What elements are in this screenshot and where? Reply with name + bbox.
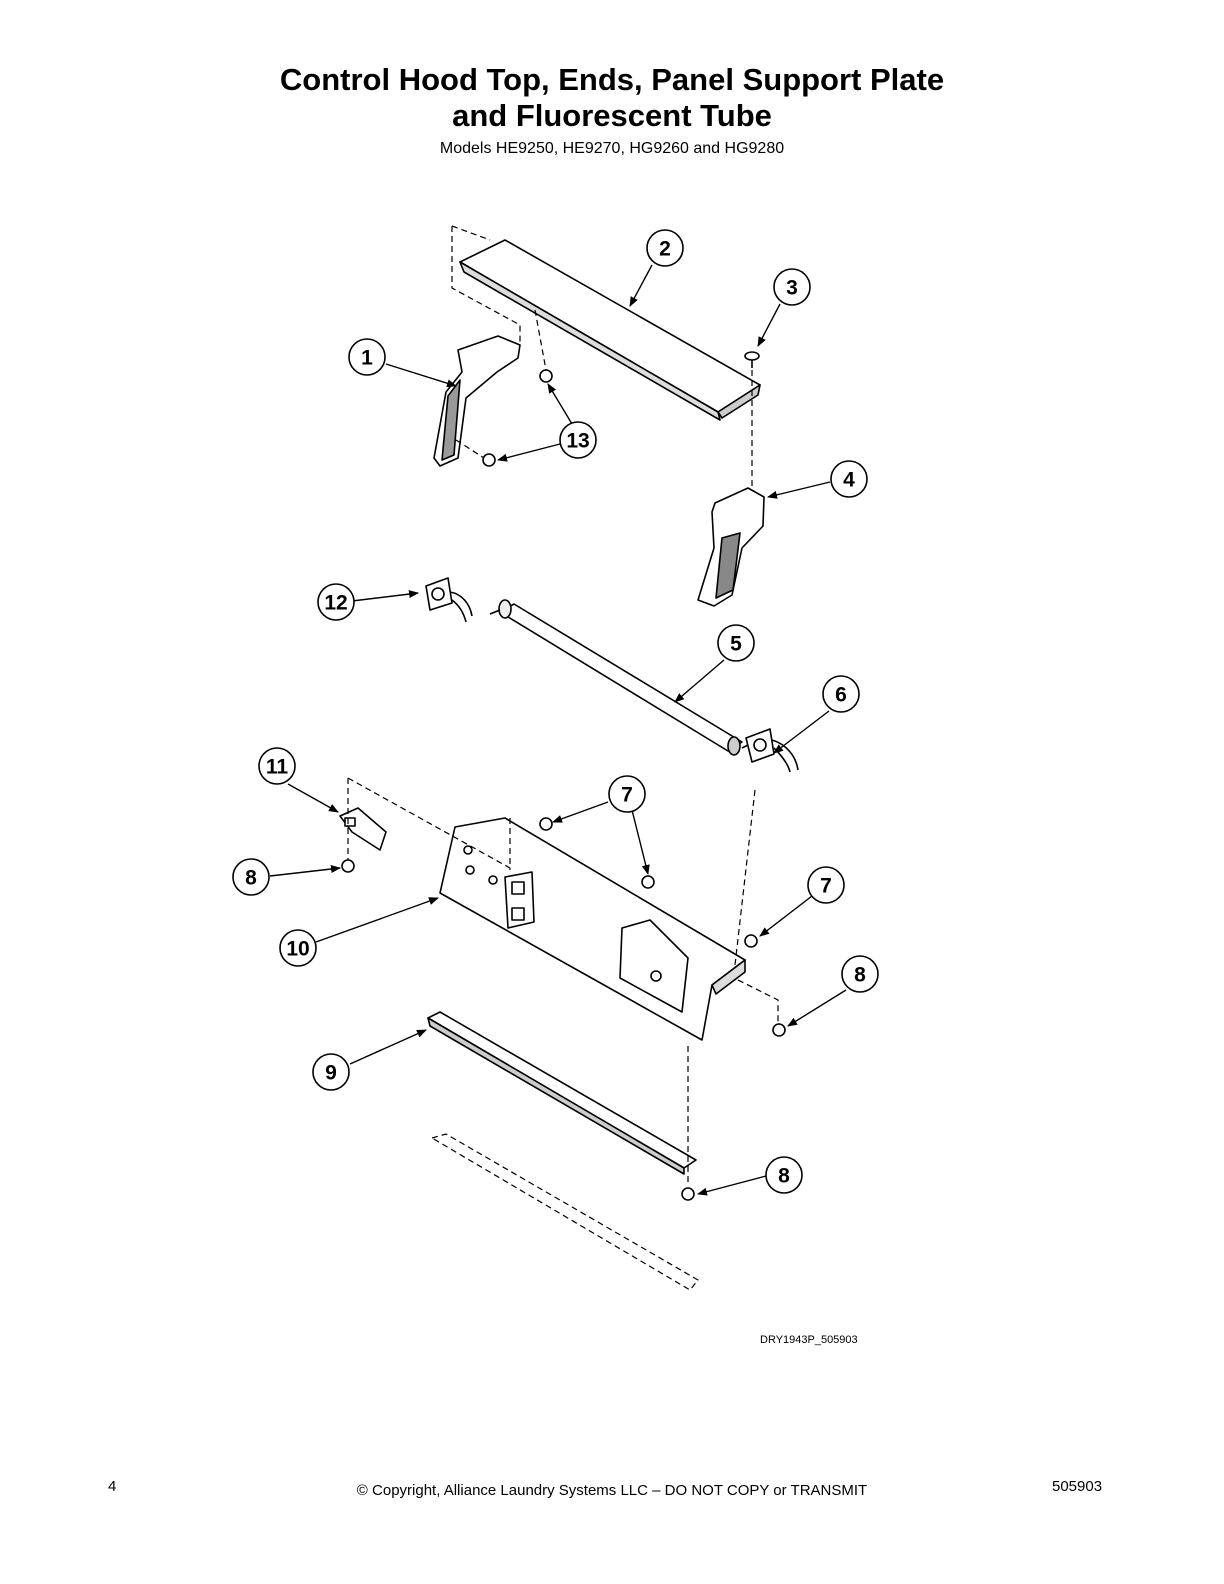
document-number: 505903 — [1052, 1478, 1103, 1495]
assembly-guides — [347, 225, 779, 1291]
callout-13: 13 — [566, 430, 589, 453]
page-subtitle: Models HE9250, HE9270, HG9260 and HG9280 — [439, 140, 785, 157]
callout-8a: 8 — [245, 867, 257, 890]
title-line-2: and Fluorescent Tube — [452, 98, 772, 133]
callout-circle-13 — [559, 421, 597, 459]
callout-circle-8b — [841, 955, 879, 993]
drawing-id: DRY1943P_505903 — [760, 1334, 858, 1346]
screw-8-c — [681, 1187, 695, 1201]
callout-circle-3 — [773, 268, 811, 306]
screw-8-b — [772, 1023, 786, 1037]
screw-8-a — [341, 859, 355, 873]
callout-circle-8a — [232, 858, 270, 896]
callout-2: 2 — [659, 238, 671, 261]
screw-3 — [744, 351, 760, 368]
fluorescent-tube-part — [489, 599, 751, 756]
callout-circle-5 — [717, 624, 755, 662]
bracket-clip-part — [339, 807, 387, 851]
nut-7-a — [539, 817, 553, 831]
callout-8c: 8 — [778, 1165, 790, 1188]
callout-5: 5 — [730, 633, 742, 656]
page-title: Control Hood Top, Ends, Panel Support Pl… — [0, 62, 1224, 134]
callout-8b: 8 — [854, 964, 866, 987]
nut-7-b — [641, 875, 655, 889]
callout-circle-1 — [348, 338, 386, 376]
hood-top-part — [459, 239, 761, 421]
callout-circle-7b — [807, 866, 845, 904]
leader-lines — [269, 264, 847, 1196]
callout-circle-11 — [258, 747, 296, 785]
right-end-part — [697, 487, 765, 607]
callout-6: 6 — [835, 684, 847, 707]
callout-1: 1 — [361, 347, 373, 370]
callout-circle-2 — [646, 229, 684, 267]
panel-support-plate-part — [439, 817, 746, 1041]
callout-7a: 7 — [621, 784, 633, 807]
callout-9: 9 — [325, 1062, 337, 1085]
bottom-rail-part — [427, 1011, 697, 1175]
page-number: 4 — [108, 1478, 117, 1495]
callout-3: 3 — [786, 277, 798, 300]
callout-circle-9 — [312, 1053, 350, 1091]
callout-circle-8c — [765, 1156, 803, 1194]
nut-13-lower — [482, 453, 496, 467]
callout-7b: 7 — [820, 875, 832, 898]
callout-4: 4 — [843, 469, 855, 492]
callout-10: 10 — [286, 938, 309, 961]
copyright-notice: © Copyright, Alliance Laundry Systems LL… — [356, 1482, 868, 1499]
callout-circle-10 — [279, 929, 317, 967]
callout-circle-6 — [822, 675, 860, 713]
lamp-holder-left-part — [425, 577, 473, 623]
left-end-part — [433, 335, 521, 467]
callout-circle-12 — [317, 583, 355, 621]
title-line-1: Control Hood Top, Ends, Panel Support Pl… — [279, 62, 945, 97]
nut-7-c — [744, 934, 758, 948]
lamp-holder-right-part — [745, 728, 799, 773]
callout-12: 12 — [324, 592, 347, 615]
callout-circle-7a — [608, 775, 646, 813]
callout-circle-4 — [830, 460, 868, 498]
callout-11: 11 — [266, 756, 289, 779]
nut-13-upper — [539, 369, 553, 383]
